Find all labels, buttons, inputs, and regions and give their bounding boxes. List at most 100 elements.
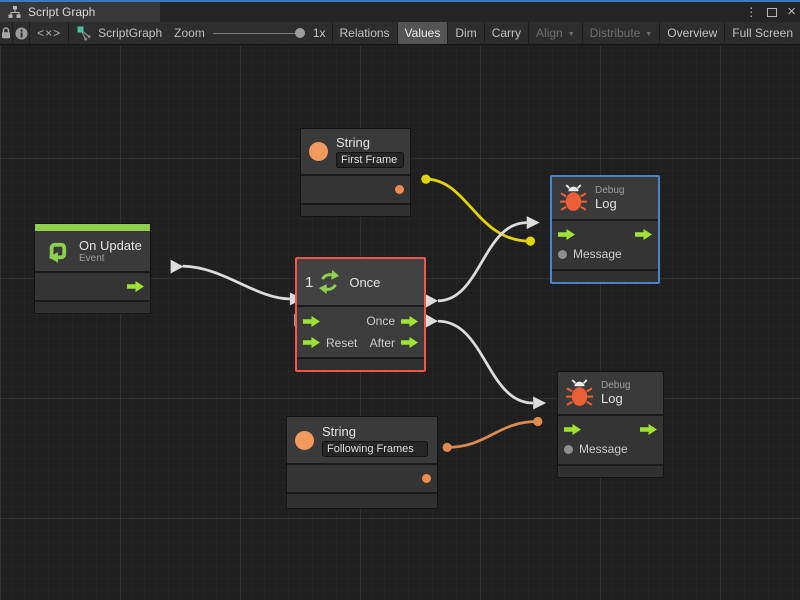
node-footer	[558, 466, 663, 477]
string-type-icon	[295, 430, 314, 450]
script-graph-icon	[77, 26, 91, 40]
overview-button[interactable]: Overview	[660, 22, 726, 44]
on-update-loop-icon	[48, 242, 67, 263]
distribute-dropdown[interactable]: Distribute▼	[583, 22, 661, 44]
tab-bar: Script Graph ⋮ ×	[0, 2, 800, 22]
node-footer	[301, 205, 410, 216]
port-label-once: Once	[366, 314, 395, 329]
zoom-control: Zoom 1x	[174, 22, 331, 44]
tab-label: Script Graph	[28, 5, 96, 19]
graph-canvas[interactable]: String On Update Event	[0, 46, 800, 600]
fullscreen-button[interactable]: Full Screen	[732, 26, 793, 40]
close-icon[interactable]: ×	[787, 3, 796, 20]
dim-button[interactable]: Dim	[448, 22, 485, 44]
code-icon: <×>	[37, 26, 62, 40]
yellow-wire-end-dot[interactable]	[525, 236, 536, 246]
wire-layer	[170, 174, 661, 453]
after-output-port[interactable]	[401, 337, 418, 349]
string-value-field[interactable]	[322, 440, 428, 457]
graph-hierarchy-icon	[8, 6, 21, 18]
node-title: Log	[601, 391, 623, 406]
flow-input-port[interactable]	[558, 228, 575, 240]
window-focus-accent	[0, 0, 800, 2]
once-icon-number: 1	[305, 273, 314, 291]
bug-icon	[566, 378, 593, 406]
yellow-wire-start-dot[interactable]	[421, 174, 431, 184]
wire-onupdate-to-once[interactable]	[182, 264, 290, 301]
flow-input-port[interactable]	[303, 315, 320, 327]
once-output-after-connector[interactable]	[424, 313, 438, 329]
flow-output-port[interactable]	[640, 423, 657, 435]
maximize-icon[interactable]	[767, 7, 778, 17]
inspect-button[interactable]	[13, 22, 31, 44]
zoom-slider[interactable]	[212, 22, 305, 45]
node-title: Once	[349, 274, 381, 290]
values-button[interactable]: Values	[397, 22, 449, 44]
once-output-port[interactable]	[401, 315, 418, 327]
once-cycle-icon	[319, 270, 340, 294]
toolbar-spacer	[331, 22, 333, 44]
breadcrumb[interactable]: ScriptGraph	[69, 22, 174, 44]
wire-after-to-debugbottom[interactable]	[437, 319, 534, 405]
string-output-port[interactable]	[395, 185, 404, 194]
flow-output-port[interactable]	[127, 281, 144, 292]
event-accent-bar	[35, 224, 150, 231]
breadcrumb-label: ScriptGraph	[98, 26, 163, 40]
node-footer	[552, 271, 658, 282]
node-subtitle: Event	[79, 253, 105, 264]
wire-string-to-debugbottom-message[interactable]	[447, 420, 537, 449]
code-view-button[interactable]: <×>	[30, 22, 70, 44]
node-debug-log-top[interactable]: Debug Log Message	[550, 175, 660, 284]
node-title: On Update	[79, 238, 142, 253]
port-label-message: Message	[579, 442, 628, 457]
zoom-slider-handle[interactable]	[294, 28, 305, 38]
flow-output-port[interactable]	[635, 228, 652, 240]
node-kind: Debug	[595, 185, 625, 196]
toolbar-toggles: Relations Values Dim Carry Align▼ Distri…	[333, 22, 800, 44]
node-footer	[35, 302, 150, 313]
wire-once-to-debugtop[interactable]	[437, 221, 527, 303]
node-title: String	[336, 135, 370, 150]
debugtop-input-connector[interactable]	[526, 216, 540, 230]
node-on-update[interactable]: On Update Event	[34, 223, 151, 314]
string-output-port[interactable]	[422, 474, 431, 483]
carry-button[interactable]: Carry	[485, 22, 530, 44]
node-string-following-frames[interactable]: String	[286, 416, 438, 509]
tab-script-graph[interactable]: Script Graph	[0, 2, 160, 22]
reset-input-port[interactable]	[303, 337, 320, 349]
lock-icon	[2, 27, 11, 39]
debugbottom-input-connector[interactable]	[533, 396, 547, 410]
orange-wire-end-dot[interactable]	[533, 416, 543, 427]
window-menu-icon[interactable]: ⋮	[745, 5, 758, 19]
message-input-port[interactable]	[558, 249, 567, 259]
chevron-down-icon: ▼	[567, 30, 575, 38]
bug-icon	[560, 183, 587, 211]
port-label-after: After	[369, 335, 395, 350]
zoom-value: 1x	[312, 26, 326, 40]
node-title: Log	[595, 196, 617, 211]
node-string-first-frame[interactable]: String	[300, 128, 411, 217]
node-kind: Debug	[601, 380, 631, 391]
once-output-once-connector[interactable]	[424, 293, 438, 309]
chevron-down-icon: ▼	[645, 30, 653, 38]
onupdate-output-connector[interactable]	[170, 259, 184, 274]
flow-input-port[interactable]	[564, 423, 581, 435]
align-dropdown[interactable]: Align▼	[529, 22, 583, 44]
relations-button[interactable]: Relations	[333, 22, 398, 44]
lock-button[interactable]	[0, 22, 14, 44]
graph-toolbar: <×> ScriptGraph Zoom 1x Relations Values	[0, 22, 800, 45]
string-value-field[interactable]	[336, 152, 404, 168]
node-footer	[287, 494, 437, 508]
node-once-selected[interactable]: 1 Once Once	[295, 257, 426, 372]
node-debug-log-bottom[interactable]: Debug Log Message	[557, 371, 664, 478]
zoom-label: Zoom	[174, 26, 205, 40]
wire-string-to-debugtop-message[interactable]	[425, 177, 530, 243]
orange-wire-start-dot[interactable]	[442, 442, 452, 453]
info-icon	[15, 27, 28, 39]
zoom-slider-track	[212, 32, 305, 34]
port-label-reset: Reset	[326, 335, 358, 350]
window-controls: ⋮ ×	[745, 2, 796, 22]
message-input-port[interactable]	[564, 444, 573, 454]
string-type-icon	[309, 142, 328, 161]
